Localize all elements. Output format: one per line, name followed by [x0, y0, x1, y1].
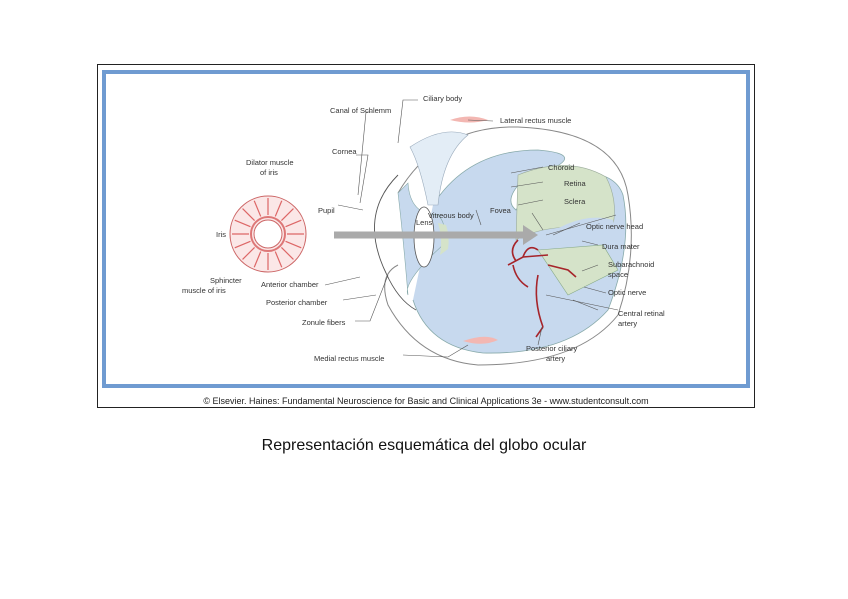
label-dilator: Dilator muscle [246, 158, 294, 167]
label-subarachnoid: Subarachnoid [608, 260, 654, 269]
label-lens: Lens [416, 218, 433, 227]
label-choroid: Choroid [548, 163, 574, 172]
label-canal-of-schlemm: Canal of Schlemm [330, 106, 391, 115]
label-dura: Dura mater [602, 242, 640, 251]
iris-spoke [274, 200, 283, 217]
label-iris: Iris [216, 230, 226, 239]
iris-spoke [242, 208, 255, 221]
label-posterior-ciliary: Posterior ciliary [526, 344, 578, 353]
label-medial-rectus: Medial rectus muscle [314, 354, 384, 363]
label-optic-head: Optic nerve head [586, 222, 643, 231]
label-ciliary-body: Ciliary body [423, 94, 462, 103]
iris-spoke [285, 240, 302, 249]
label-anterior: Anterior chamber [261, 280, 319, 289]
label-central-retinal-2: artery [618, 319, 637, 328]
label-central-retinal: Central retinal [618, 309, 665, 318]
iris-spoke [274, 251, 283, 268]
iris-spoke [285, 219, 302, 228]
label-sphincter: Sphincter [210, 276, 242, 285]
label-optic-nerve: Optic nerve [608, 288, 646, 297]
label-subarachnoid-2: space [608, 270, 628, 279]
labels: Canal of Schlemm Ciliary body Lateral re… [182, 94, 665, 363]
iris-spoke [234, 219, 251, 228]
label-lateral-rectus: Lateral rectus muscle [500, 116, 571, 125]
label-cornea: Cornea [332, 147, 357, 156]
iris-spoke [253, 200, 262, 217]
label-vitreous: Vitreous body [428, 211, 474, 220]
eyeball [334, 116, 632, 366]
figure-frame: Canal of Schlemm Ciliary body Lateral re… [97, 64, 755, 408]
label-dilator-2: of iris [260, 168, 278, 177]
iris-spoke [281, 247, 294, 260]
label-sclera: Sclera [564, 197, 586, 206]
label-sphincter-2: muscle of iris [182, 286, 226, 295]
figure-caption: Representación esquemática del globo ocu… [261, 437, 587, 454]
eye-diagram: Canal of Schlemm Ciliary body Lateral re… [182, 94, 665, 366]
label-pupil: Pupil [318, 206, 335, 215]
iris-front-view [229, 195, 307, 273]
iris-spoke [281, 208, 294, 221]
leader-lines [324, 99, 607, 358]
label-zonule: Zonule fibers [302, 318, 346, 327]
blood-vessels [507, 239, 577, 338]
label-fovea: Fovea [490, 206, 512, 215]
label-posterior: Posterior chamber [266, 298, 328, 307]
figure-credit: © Elsevier. Haines: Fundamental Neurosci… [203, 396, 649, 406]
label-posterior-ciliary-2: artery [546, 354, 565, 363]
iris-spoke [234, 240, 251, 249]
iris-spoke [253, 251, 262, 268]
iris-spoke [242, 247, 255, 260]
label-retina: Retina [564, 179, 587, 188]
